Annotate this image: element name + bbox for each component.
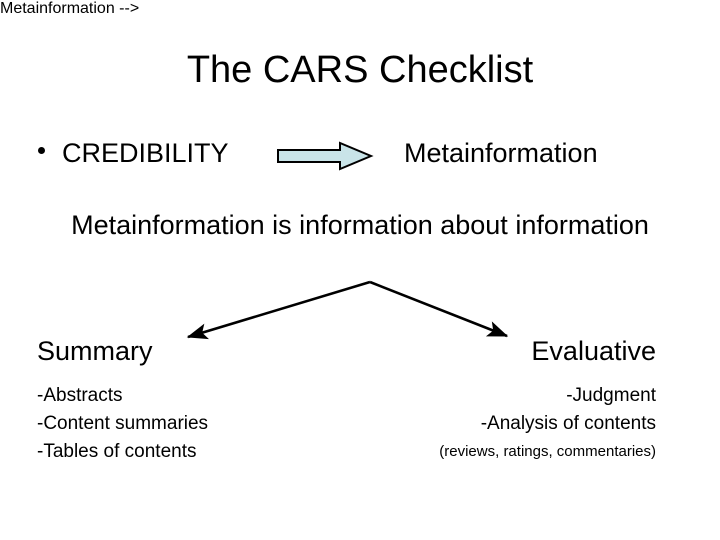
list-item: -Tables of contents	[37, 441, 197, 462]
list-item: (reviews, ratings, commentaries)	[439, 443, 656, 460]
credibility-bullet-row: CREDIBILITY Metainformation	[32, 134, 688, 176]
bullet-target-metainformation: Metainformation	[404, 138, 598, 168]
list-item: -Abstracts	[37, 385, 123, 406]
v-split-double-arrow-icon	[186, 280, 509, 340]
bullet-label-credibility: CREDIBILITY	[62, 138, 229, 168]
column-list-evaluative: -Judgment -Analysis of contents (reviews…	[439, 382, 656, 465]
column-list-summary: -Abstracts -Content summaries -Tables of…	[37, 382, 208, 466]
column-heading-summary: Summary	[37, 336, 153, 366]
list-item: -Content summaries	[37, 413, 209, 434]
list-item: -Judgment	[566, 385, 656, 406]
page-title: The CARS Checklist	[186, 49, 534, 91]
column-heading-evaluative: Evaluative	[531, 336, 656, 366]
right-block-arrow-icon	[277, 141, 374, 171]
list-item: -Analysis of contents	[480, 413, 656, 434]
definition-text: Metainformation is information about inf…	[71, 210, 649, 240]
bullet-dot-icon	[38, 147, 45, 154]
